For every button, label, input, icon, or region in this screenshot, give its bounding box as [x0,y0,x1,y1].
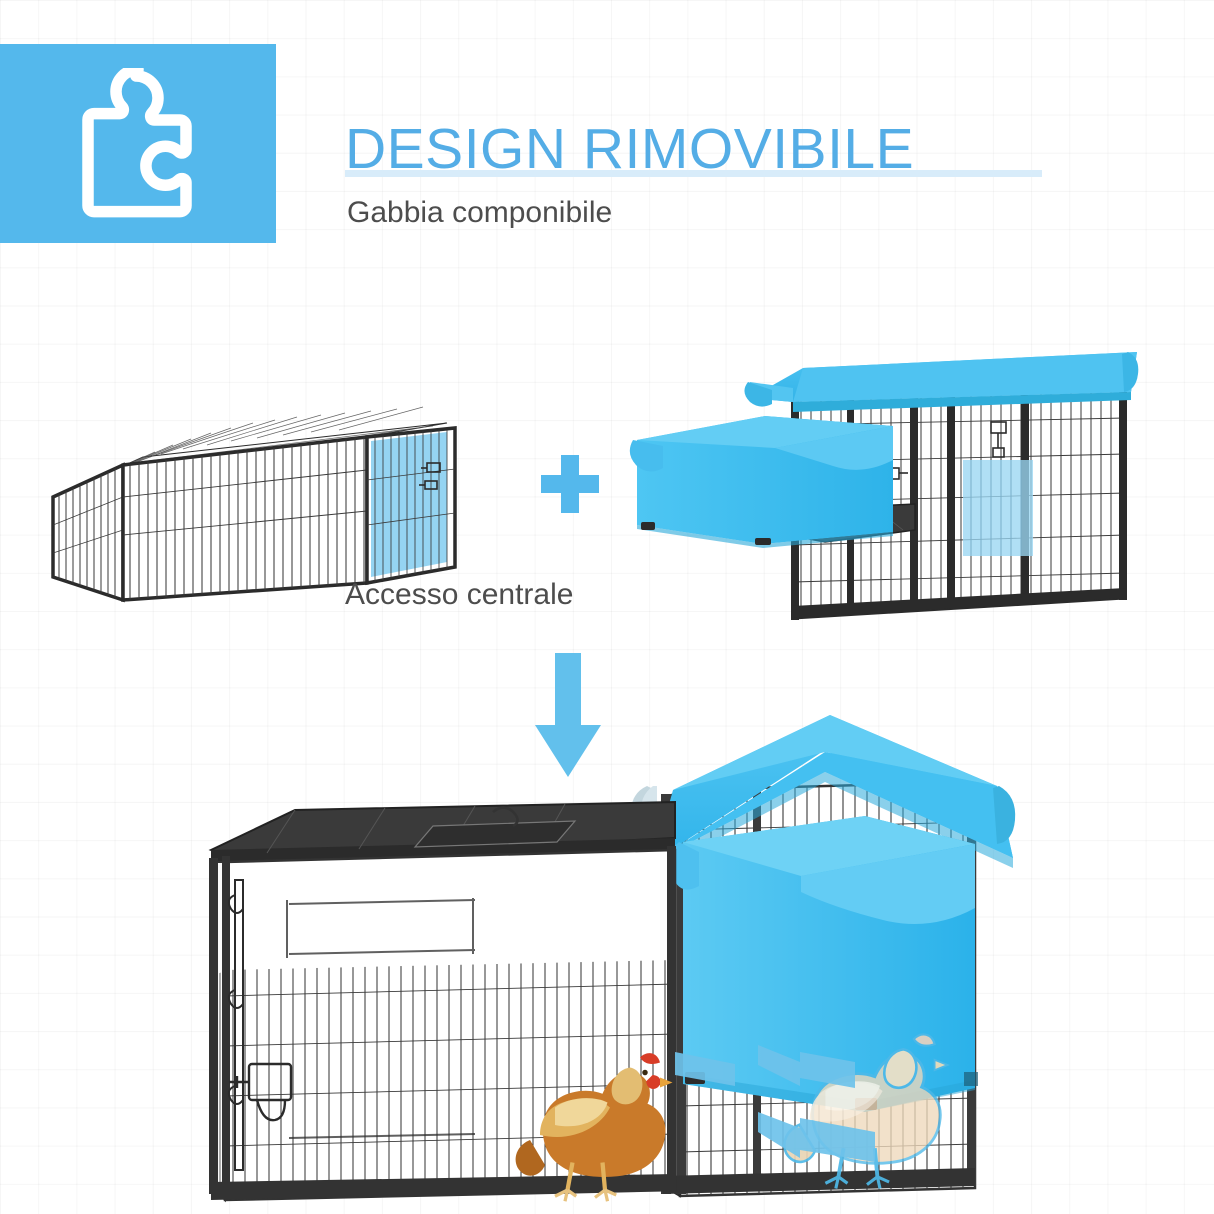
center-access-door-highlight [371,432,447,577]
coop-nesting-box [629,416,893,548]
run-side-door [227,879,244,1171]
puzzle-piece-icon [82,68,192,218]
puzzle-piece-icon-badge [0,44,276,243]
cage-front-panel [121,435,369,602]
hen-solid-illustration [515,1053,673,1202]
run-top-access-lid [413,806,577,848]
cage-side-panel-left [51,462,125,603]
run-feeder-bracket [229,1062,293,1122]
illustration-assembled-coop [208,715,1016,1203]
coop-canopy-roof [744,352,1139,412]
assembled-canopy-roof [630,715,1016,872]
assembled-nesting-box [669,816,978,1112]
illustration-coop-with-canopy [629,352,1139,620]
down-arrow-icon [535,653,601,777]
caption-center-access: Accesso centrale [345,578,574,611]
cage-right-panel [365,426,457,586]
plus-bar-vertical [561,455,579,513]
flow-arrow-lower [758,1112,875,1162]
coop-door-highlight [963,460,1033,556]
page-subtitle: Gabbia componibile [347,196,613,229]
illustration-cage-run-base [51,406,457,603]
door-latch-icon [419,462,441,490]
flow-arrow-upper [758,1045,855,1088]
title-divider [345,170,1042,177]
plus-symbol [541,455,599,513]
flow-arrow-left-tip [675,1052,735,1086]
